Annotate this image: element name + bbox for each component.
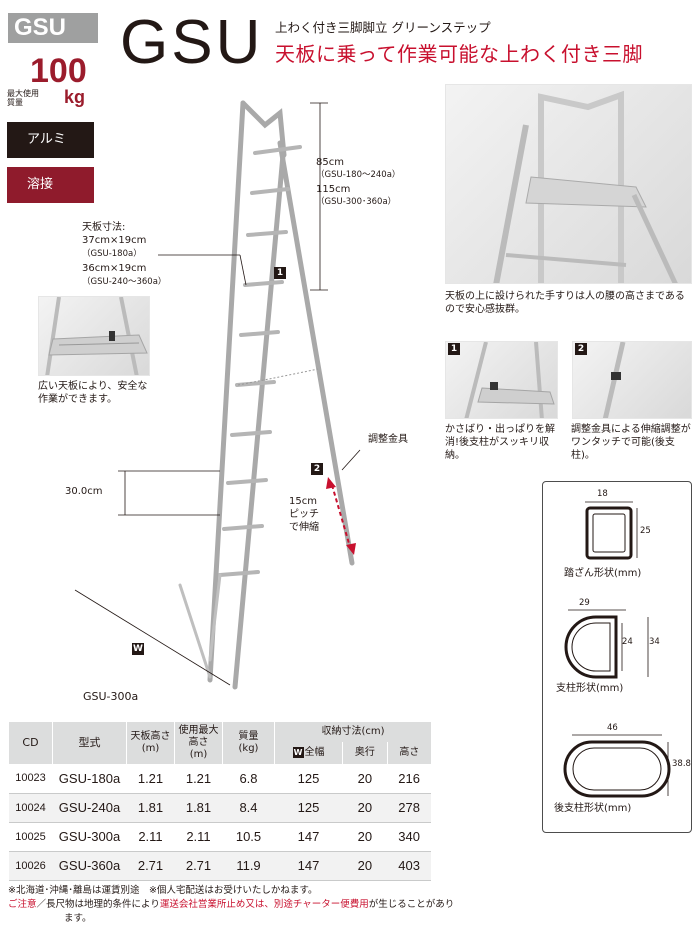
step-shape [585, 501, 638, 560]
rail-height-85-models: （GSU-180～240a） [316, 170, 401, 180]
table-row: 10025 GSU-300a 2.11 2.11 10.5 147 20 340 [8, 822, 431, 852]
marker-1: 1 [274, 267, 286, 279]
pillar-width: 29 [579, 598, 590, 608]
header-weight: 質量(kg) [222, 722, 275, 764]
model-caption: GSU-300a [83, 690, 139, 703]
pillar-shape [564, 609, 649, 679]
table-row: 10026 GSU-360a 2.71 2.71 11.9 147 20 403 [8, 851, 431, 881]
pillar-height: 34 [649, 637, 660, 647]
step-width: 18 [597, 489, 608, 499]
storage-note: かさばり・出っぱりを解消!後支柱がスッキリ収納。 [445, 424, 555, 461]
pillar-caption: 支柱形状(mm) [556, 683, 624, 694]
ladder-diagram [74, 100, 361, 690]
table-row: 10024 GSU-240a 1.81 1.81 8.4 125 20 278 [8, 793, 431, 823]
w-marker: W [132, 643, 144, 655]
rail-height-115: 115cm [316, 184, 351, 195]
header-top-height: 天板高さ(m) [126, 722, 175, 764]
cross-section-panel [542, 481, 692, 833]
table-row: 10023 GSU-180a 1.21 1.21 6.8 125 20 216 [8, 764, 431, 794]
adjuster-photo [572, 341, 692, 419]
process-badge: 溶接 [7, 167, 94, 203]
top-size-2-models: （GSU-240～360a） [82, 277, 167, 287]
header-height: 高さ [386, 742, 431, 764]
photo-marker-2: 2 [575, 343, 587, 355]
storage-photo [445, 341, 558, 419]
header-depth: 奥行 [342, 742, 388, 764]
rail-height-85: 85cm [316, 157, 344, 168]
footer-note-2: ご注意／長尺物は地理的条件により運送会社営業所止め又は、別途チャーター便費用が生… [8, 899, 455, 910]
product-tagline: 天板に乗って作業可能な上わく付き三脚 [275, 42, 643, 66]
ladder-steps [218, 145, 302, 577]
spec-table: CD 型式 天板高さ(m) 使用最大高さ(m) 質量(kg) 収納寸法(cm) … [8, 722, 431, 881]
step-caption: 踏ざん形状(mm) [564, 568, 642, 579]
product-subtitle: 上わく付き三脚脚立 グリーンステップ [275, 20, 491, 35]
top-size-title: 天板寸法: [82, 222, 126, 233]
product-title: GSU [120, 8, 264, 77]
footer-note-3: ます。 [64, 913, 92, 924]
capacity-unit: kg [64, 87, 86, 107]
rear-shape [563, 734, 671, 798]
rear-caption: 後支柱形状(mm) [554, 803, 632, 814]
wide-top-photo [38, 296, 150, 376]
series-badge: GSU [8, 13, 98, 43]
marker-2: 2 [311, 463, 323, 475]
pillar-inner: 24 [622, 637, 633, 647]
capacity-value: 100 [30, 52, 87, 90]
rear-height: 38.8 [672, 759, 691, 769]
material-badge: アルミ [7, 122, 94, 158]
adjuster-label: 調整金具 [368, 434, 408, 445]
top-size-2: 36cm×19cm [82, 263, 147, 274]
top-size-1-models: （GSU-180a） [82, 249, 142, 259]
header-cd: CD [8, 722, 53, 764]
handrail-photo [445, 84, 692, 284]
wide-top-note: 広い天板により、安全な作業ができます。 [38, 381, 148, 405]
header-model: 型式 [52, 722, 127, 764]
rail-height-115-models: （GSU-300･360a） [316, 197, 397, 207]
top-size-1: 37cm×19cm [82, 235, 147, 246]
capacity-label: 最大使用 質量 [7, 89, 39, 107]
step-pitch-label: 30.0cm [65, 486, 103, 497]
rear-width: 46 [607, 723, 618, 733]
footer-note-1: ※北海道･沖縄･離島は運賃別途 ※個人宅配送はお受けいたしかねます。 [8, 885, 318, 896]
handrail-note: 天板の上に設けられた手すりは人の腰の高さまであるので安心感抜群。 [445, 291, 685, 315]
photo-marker-1: 1 [448, 343, 460, 355]
adjuster-note: 調整金具による伸縮調整がワンタッチで可能(後支柱)。 [571, 424, 691, 461]
header-storage: 収納寸法(cm) [274, 722, 431, 742]
header-max-height: 使用最大高さ(m) [174, 722, 223, 764]
extend-pitch: 15cm ピッチ で伸縮 [289, 496, 319, 533]
step-height: 25 [640, 526, 651, 536]
